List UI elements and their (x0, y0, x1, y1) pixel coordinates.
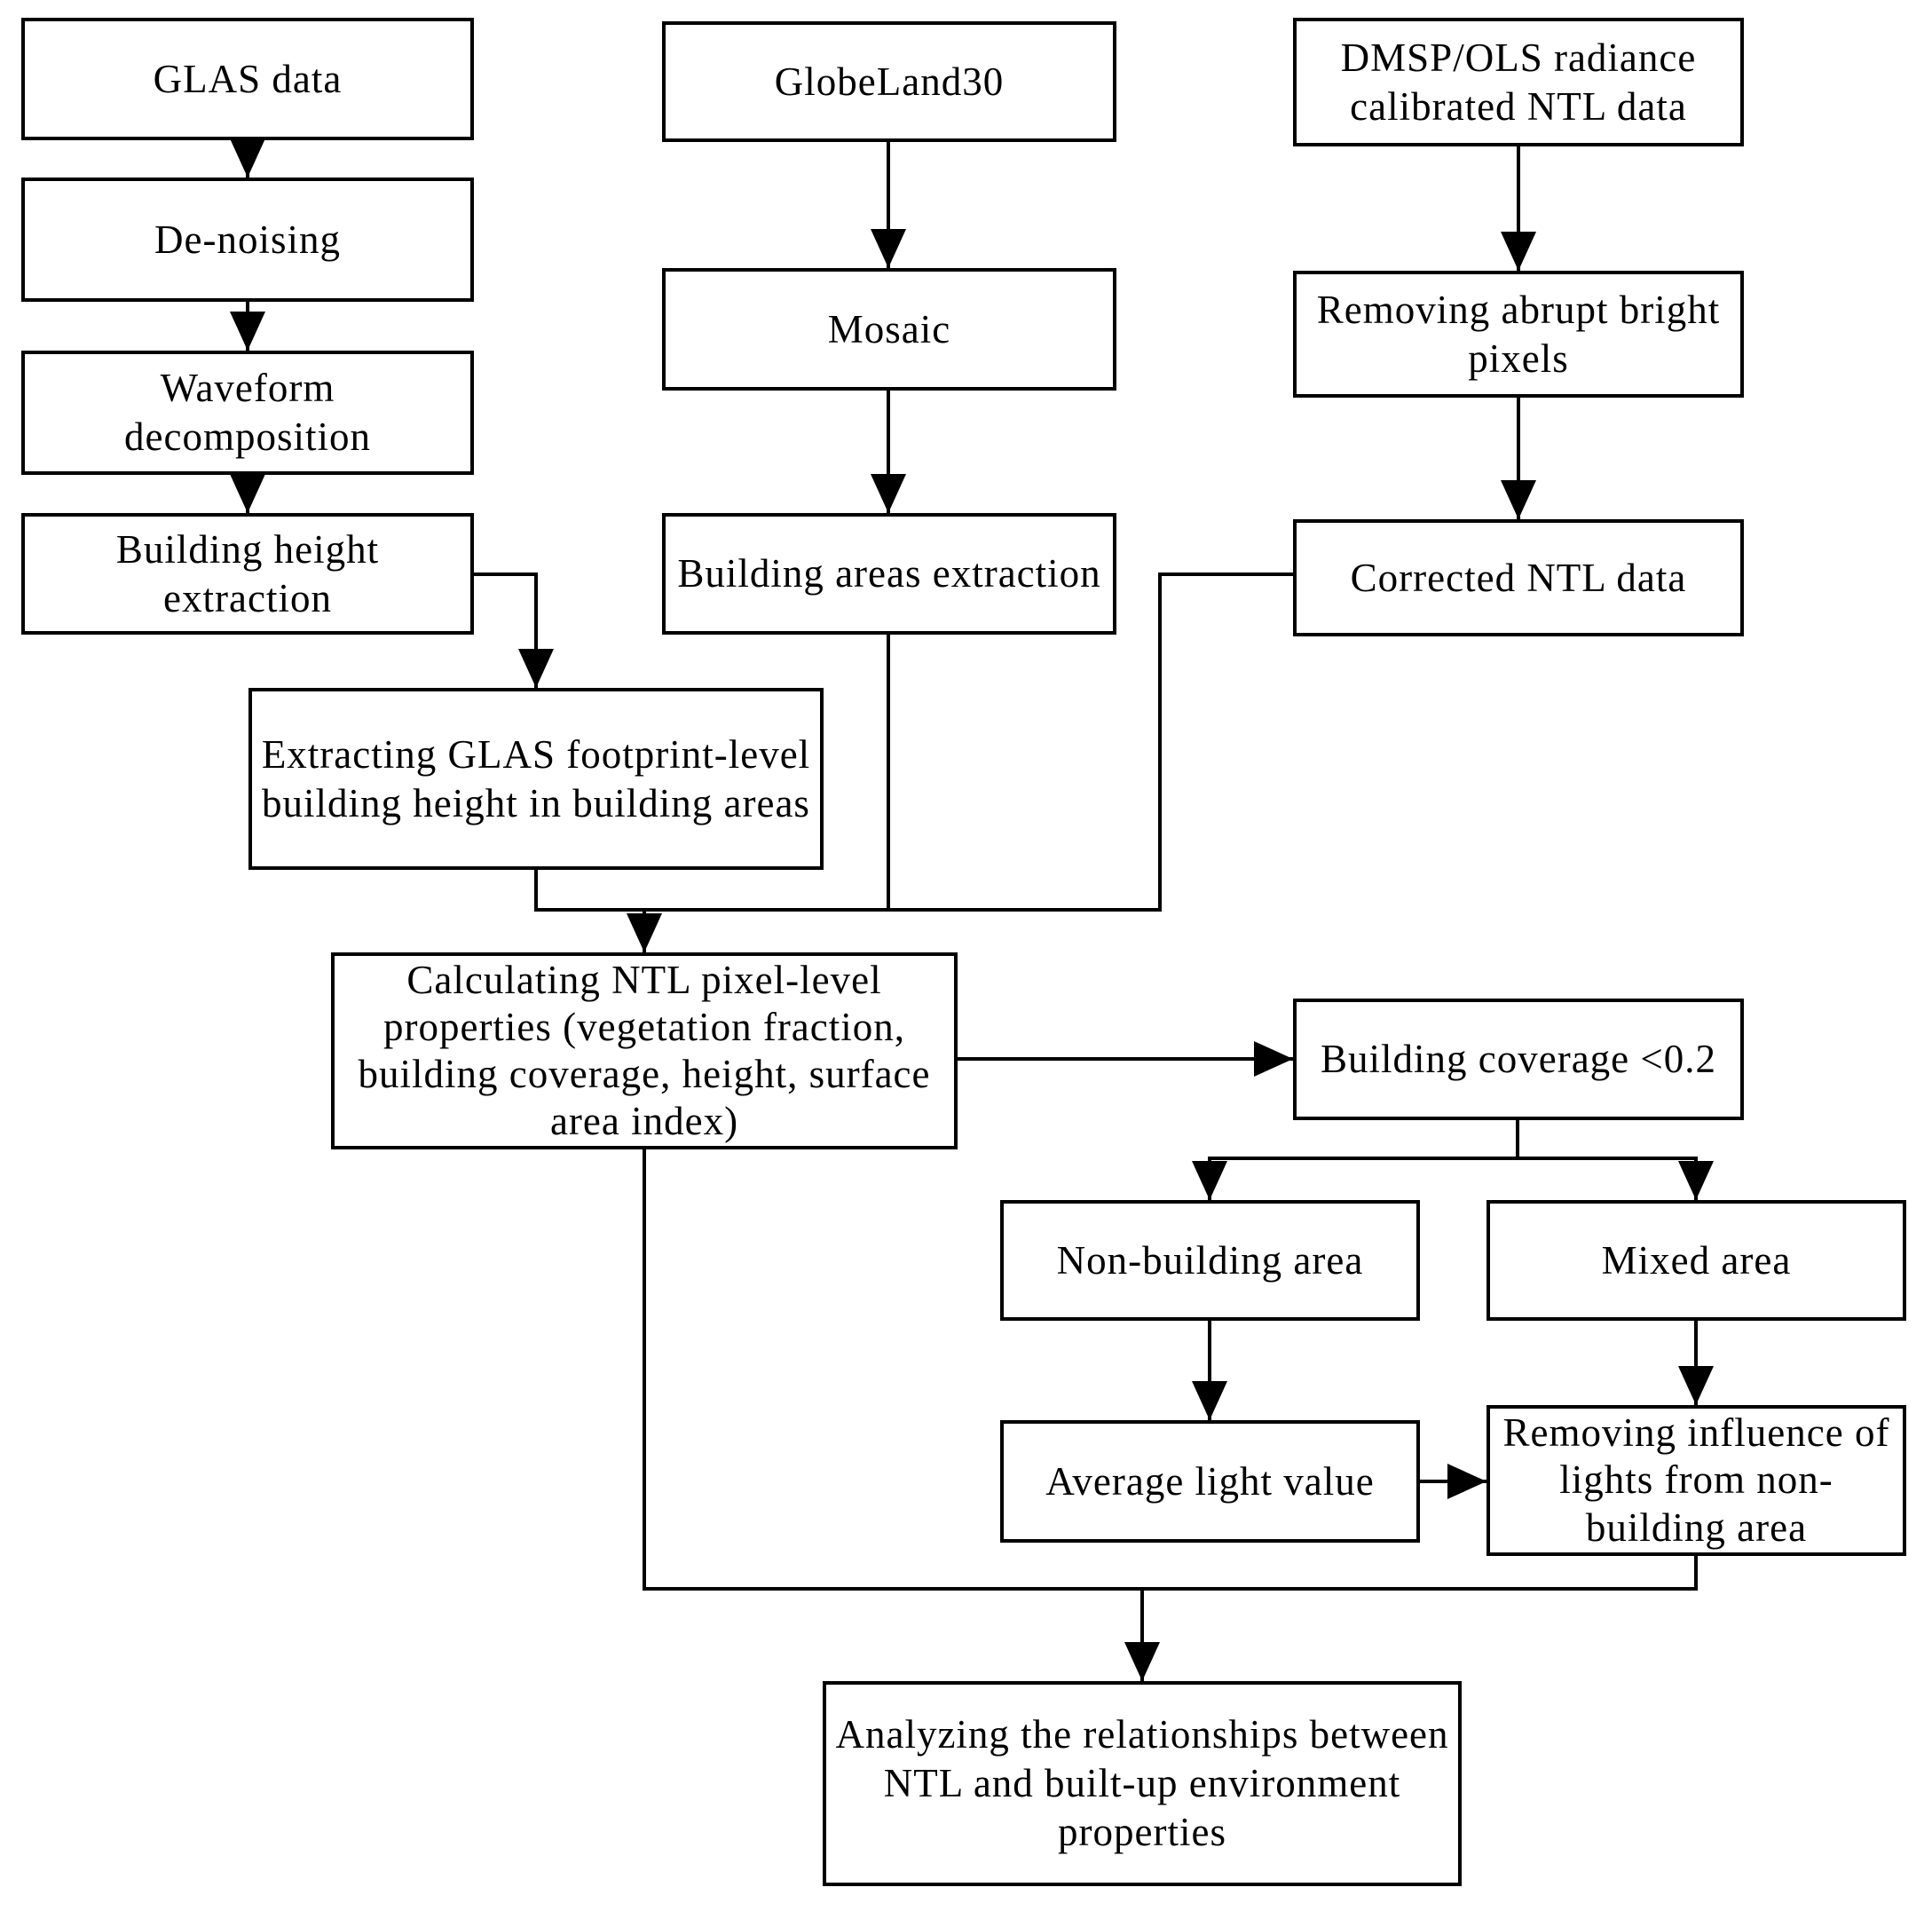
node-globeland30: GlobeLand30 (662, 21, 1116, 142)
node-dmsp-ols: DMSP/OLS radiance calibrated NTL data (1293, 18, 1744, 146)
edge-arrowhead (1501, 232, 1536, 271)
edge-arrowhead (627, 913, 662, 952)
node-corrected-ntl-data: Corrected NTL data (1293, 519, 1744, 636)
edge-line (534, 908, 1162, 912)
edge-line (534, 573, 538, 688)
edge-arrowhead (1192, 1161, 1227, 1200)
edge-line (1516, 1120, 1519, 1160)
edge-line (1517, 146, 1520, 271)
node-average-light-value: Average light value (1000, 1420, 1420, 1543)
node-calculating-ntl-properties: Calculating NTL pixel-level properties (… (331, 952, 958, 1149)
node-glas-data: GLAS data (21, 18, 474, 140)
node-waveform-decomposition: Waveform decomposition (21, 351, 474, 475)
edge-arrowhead (1678, 1161, 1714, 1200)
edge-line (1517, 398, 1520, 519)
edge-arrowhead (1192, 1381, 1227, 1420)
edge-line (958, 1057, 1293, 1061)
edge-arrowhead (230, 312, 265, 351)
edge-arrowhead (1254, 1041, 1293, 1077)
edge-line (1208, 1157, 1698, 1160)
edge-line (643, 1148, 646, 1591)
edge-arrowhead (518, 649, 554, 688)
edge-arrowhead (1447, 1464, 1486, 1499)
edge-line (887, 391, 890, 513)
edge-line (643, 1587, 1698, 1591)
edge-line (474, 573, 538, 576)
edge-line (887, 142, 890, 268)
edge-arrowhead (230, 138, 265, 178)
node-non-building-area: Non-building area (1000, 1200, 1420, 1321)
edge-line (1694, 1321, 1698, 1405)
edge-line (1140, 1587, 1144, 1681)
node-removing-abrupt-bright-pixels: Removing abrupt bright pixels (1293, 271, 1744, 398)
edge-line (1208, 1321, 1211, 1420)
node-building-areas-extraction: Building areas extraction (662, 513, 1116, 635)
edge-arrowhead (1501, 480, 1536, 519)
node-building-height-extraction: Building height extraction (21, 513, 474, 635)
edge-line (1158, 573, 1293, 576)
edge-line (1158, 573, 1162, 912)
node-mosaic: Mosaic (662, 268, 1116, 391)
edge-arrowhead (1124, 1642, 1160, 1681)
edge-line (534, 870, 538, 912)
edge-arrowhead (1678, 1366, 1714, 1405)
edge-arrowhead (871, 474, 906, 513)
node-de-noising: De-noising (21, 178, 474, 302)
node-mixed-area: Mixed area (1486, 1200, 1906, 1321)
node-removing-influence-lights: Removing influence of lights from non-bu… (1486, 1405, 1906, 1556)
edge-line (887, 635, 890, 912)
node-building-coverage-threshold: Building coverage <0.2 (1293, 999, 1744, 1120)
node-analyzing-relationships: Analyzing the relationships between NTL … (823, 1681, 1462, 1886)
edge-arrowhead (230, 474, 265, 513)
edge-arrowhead (871, 229, 906, 268)
node-extracting-glas-footprint: Extracting GLAS footprint-level building… (248, 688, 824, 870)
edge-line (1694, 1556, 1698, 1591)
